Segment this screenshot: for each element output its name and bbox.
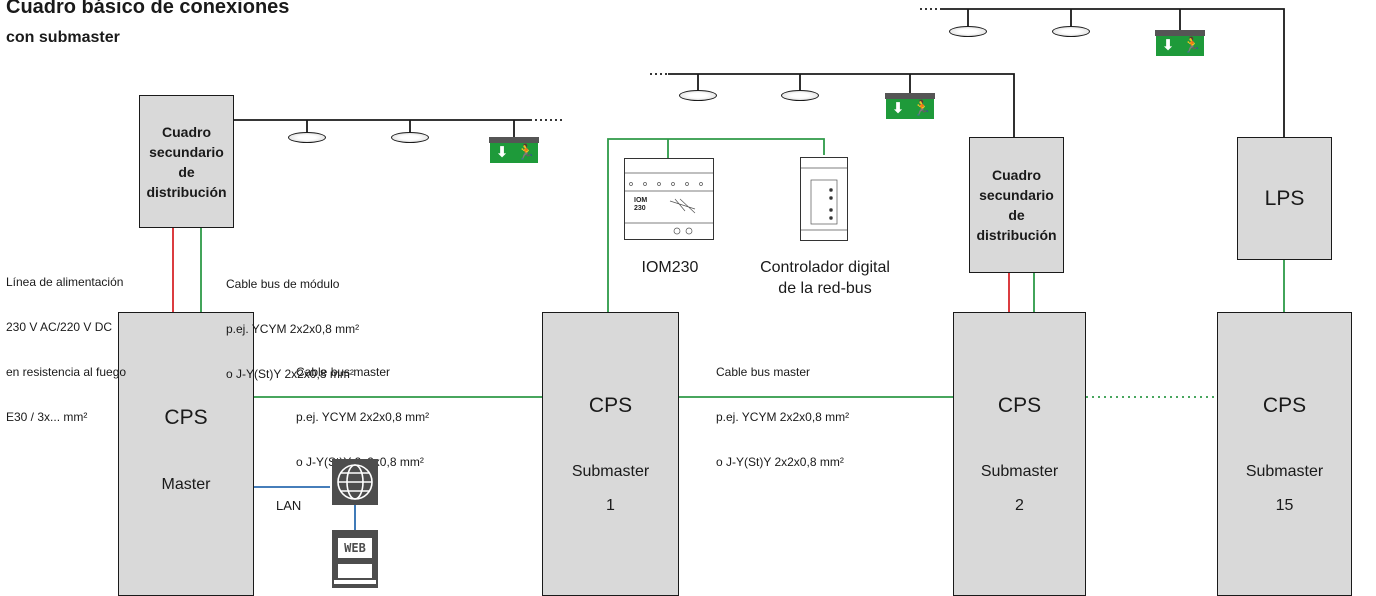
lps-label: LPS xyxy=(1264,186,1305,210)
light-circuit-line xyxy=(668,73,1015,137)
bus-controller-icon xyxy=(800,157,848,241)
iom230-module-icon: IOM 230 xyxy=(624,158,714,240)
cps-title: CPS xyxy=(1262,394,1307,417)
exit-sign-icon: ⬇🏃 xyxy=(490,143,538,163)
light-circuit-line xyxy=(940,8,1285,137)
cps-submaster-2: CPS Submaster 2 xyxy=(953,312,1086,596)
lps-box: LPS xyxy=(1237,137,1332,260)
master-bus-note-2: Cable bus master p.ej. YCYM 2x2x0,8 mm² … xyxy=(716,365,850,469)
distribution-box-label: Cuadro secundario de distribución xyxy=(146,123,227,200)
cps-submaster-15: CPS Submaster 15 xyxy=(1217,312,1352,596)
svg-text:IOM: IOM xyxy=(634,197,647,204)
svg-text:230: 230 xyxy=(634,205,646,212)
iom230-label: IOM230 xyxy=(641,259,699,276)
diagram-title: Cuadro básico de conexiones xyxy=(6,0,290,18)
cps-number: 2 xyxy=(1015,497,1024,514)
cps-role: Master xyxy=(161,476,211,493)
exit-sign-icon: ⬇🏃 xyxy=(886,99,934,119)
ceiling-lamp-icon xyxy=(949,26,987,37)
power-line-note: Línea de alimentación 230 V AC/220 V DC … xyxy=(6,275,127,424)
cps-title: CPS xyxy=(997,394,1042,417)
ceiling-lamp-icon xyxy=(679,90,717,101)
distribution-box-submaster-2: Cuadro secundario de distribución xyxy=(969,137,1064,273)
module-bus-line xyxy=(607,138,825,312)
distribution-box-master: Cuadro secundario de distribución xyxy=(139,95,234,228)
cps-title: CPS xyxy=(588,394,633,417)
module-bus-note: Cable bus de módulo p.ej. YCYM 2x2x0,8 m… xyxy=(226,277,360,381)
cps-role: Submaster xyxy=(980,463,1059,480)
web-label: WEB xyxy=(338,538,372,558)
cps-role: Submaster xyxy=(571,463,650,480)
exit-sign-icon: ⬇🏃 xyxy=(1156,36,1204,56)
web-browser-icon: WEB xyxy=(332,530,378,588)
cps-number: 1 xyxy=(606,497,615,514)
ceiling-lamp-icon xyxy=(781,90,819,101)
ceiling-lamp-icon xyxy=(288,132,326,143)
ceiling-lamp-icon xyxy=(391,132,429,143)
cps-number: 15 xyxy=(1275,497,1294,514)
globe-icon xyxy=(332,459,378,505)
cps-role: Submaster xyxy=(1245,463,1324,480)
bus-controller-label: Controlador digital de la red-bus xyxy=(760,259,890,297)
cps-submaster-1: CPS Submaster 1 xyxy=(542,312,679,596)
diagram-subtitle: con submaster xyxy=(6,29,120,46)
ceiling-lamp-icon xyxy=(1052,26,1090,37)
distribution-box-label: Cuadro secundario de distribución xyxy=(976,167,1057,243)
cps-title: CPS xyxy=(164,406,208,429)
lan-label: LAN xyxy=(276,498,302,513)
